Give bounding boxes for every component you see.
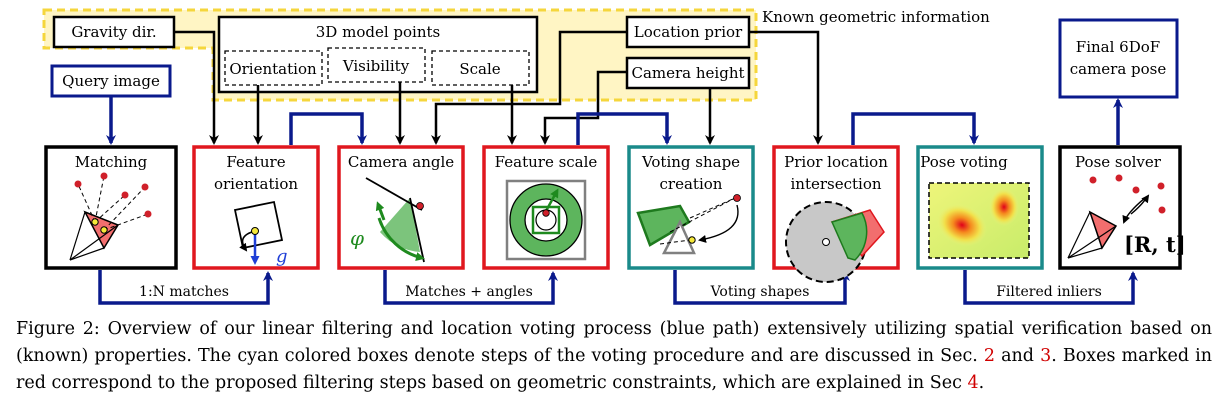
- step-label: Matching: [75, 153, 148, 171]
- step-prior-location-intersection: Prior location intersection: [772, 145, 900, 283]
- scale-sub-box: [431, 50, 530, 86]
- visibility-label: Visibility: [342, 57, 410, 75]
- match-lines: [77, 175, 149, 231]
- caption-ref-sec4[interactable]: 4: [967, 373, 979, 393]
- step-pose-solver: Pose solver [R, t]: [1058, 145, 1186, 270]
- knowledge-connectors: [174, 30, 823, 145]
- step-label: Pose solver: [1075, 153, 1162, 171]
- caption-part2: . Boxes marked in red correspond to the …: [16, 346, 1212, 393]
- voting-shape-icon: [636, 194, 741, 255]
- step-label-2: intersection: [790, 175, 881, 193]
- step-camera-angle: Camera angle φ: [337, 145, 465, 270]
- query-image-label: Query image: [62, 72, 160, 90]
- final-pose-line2: camera pose: [1070, 60, 1167, 78]
- step-feature-scale: Feature scale: [482, 145, 610, 270]
- flow-label-matches: 1:N matches: [139, 284, 229, 300]
- known-info-label: Known geometric information: [762, 8, 990, 26]
- final-pose-box: Final 6DoF camera pose: [1058, 18, 1179, 99]
- prior-intersection-icon: [785, 201, 885, 283]
- figure-caption: Figure 2: Overview of our linear filteri…: [16, 316, 1212, 397]
- step-label-2: orientation: [214, 175, 298, 193]
- flow-label-inliers: Filtered inliers: [996, 284, 1102, 300]
- query-image-box: Query image: [50, 64, 172, 98]
- match-points: [74, 172, 152, 218]
- step-pose-voting: Pose voting: [916, 145, 1044, 270]
- camera-angle-icon: φ: [350, 177, 425, 263]
- caption-end: .: [978, 373, 985, 393]
- final-pose-line1: Final 6DoF: [1076, 38, 1160, 56]
- gravity-box: Gravity dir.: [52, 15, 176, 49]
- flow-labels: 1:N matches Matches + angles Voting shap…: [139, 284, 1102, 300]
- orientation-sub-box: [224, 50, 323, 86]
- flow-label-angles: Matches + angles: [405, 284, 533, 300]
- gravity-label: Gravity dir.: [71, 23, 156, 41]
- model-points-label: 3D model points: [316, 23, 440, 41]
- voting-heatmap-icon: [928, 182, 1030, 259]
- step-label: Feature scale: [495, 153, 598, 171]
- step-label: Camera angle: [348, 153, 454, 171]
- location-prior-label: Location prior: [634, 23, 743, 41]
- model-points-box: 3D model points Orientation Visibility S…: [217, 15, 539, 94]
- scale-label: Scale: [459, 60, 500, 78]
- step-label-2: creation: [660, 175, 723, 193]
- step-voting-shape-creation: Voting shape creation: [627, 145, 755, 270]
- step-label: Prior location: [784, 153, 888, 171]
- location-prior-box: Location prior: [625, 15, 751, 49]
- camera-height-box: Camera height: [625, 56, 751, 90]
- caption-part1: Figure 2: Overview of our linear filteri…: [16, 319, 1212, 366]
- phi-glyph: φ: [350, 226, 364, 250]
- step-matching: Matching: [44, 145, 178, 270]
- flow-label-voting-shapes: Voting shapes: [710, 284, 810, 300]
- oriented-feature-icon: g: [233, 200, 288, 267]
- camera-height-label: Camera height: [631, 64, 744, 82]
- pose-solver-icon: [R, t]: [1067, 174, 1186, 259]
- pose-rt-glyph: [R, t]: [1124, 232, 1186, 257]
- blue-path-connectors: [98, 96, 1138, 305]
- caption-ref-sec3[interactable]: 3: [1040, 346, 1052, 366]
- gravity-g-glyph: g: [276, 246, 288, 267]
- scale-rings-icon: [505, 179, 587, 261]
- caption-and: and: [995, 346, 1041, 366]
- step-label: Feature: [226, 153, 285, 171]
- caption-ref-sec2[interactable]: 2: [983, 346, 996, 366]
- step-feature-orientation: Feature orientation g: [192, 145, 320, 270]
- step-label: Pose voting: [920, 153, 1008, 171]
- visibility-sub-box: [327, 47, 426, 83]
- step-label: Voting shape: [641, 153, 740, 171]
- orientation-label: Orientation: [229, 60, 317, 78]
